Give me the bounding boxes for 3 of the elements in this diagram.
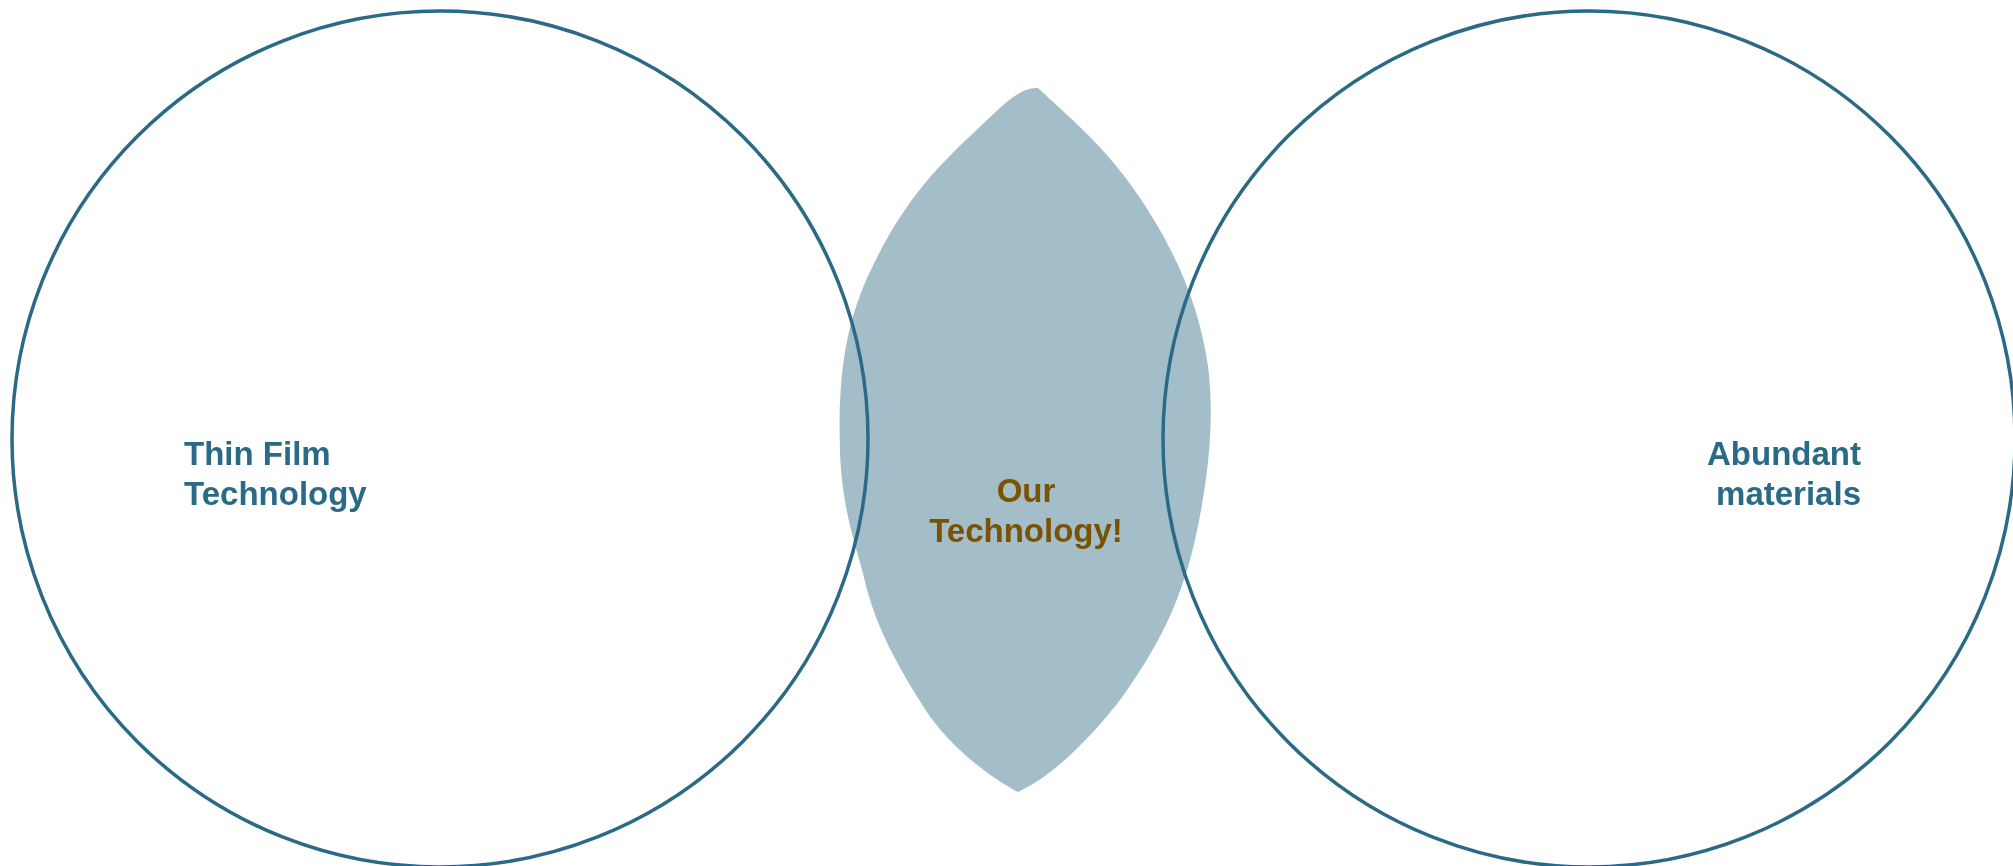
circle-label: Thin Film Technology <box>184 434 368 514</box>
overlap-label: Our Technology! <box>928 471 1124 551</box>
circle-label: Abundant materials <box>1706 434 1861 514</box>
